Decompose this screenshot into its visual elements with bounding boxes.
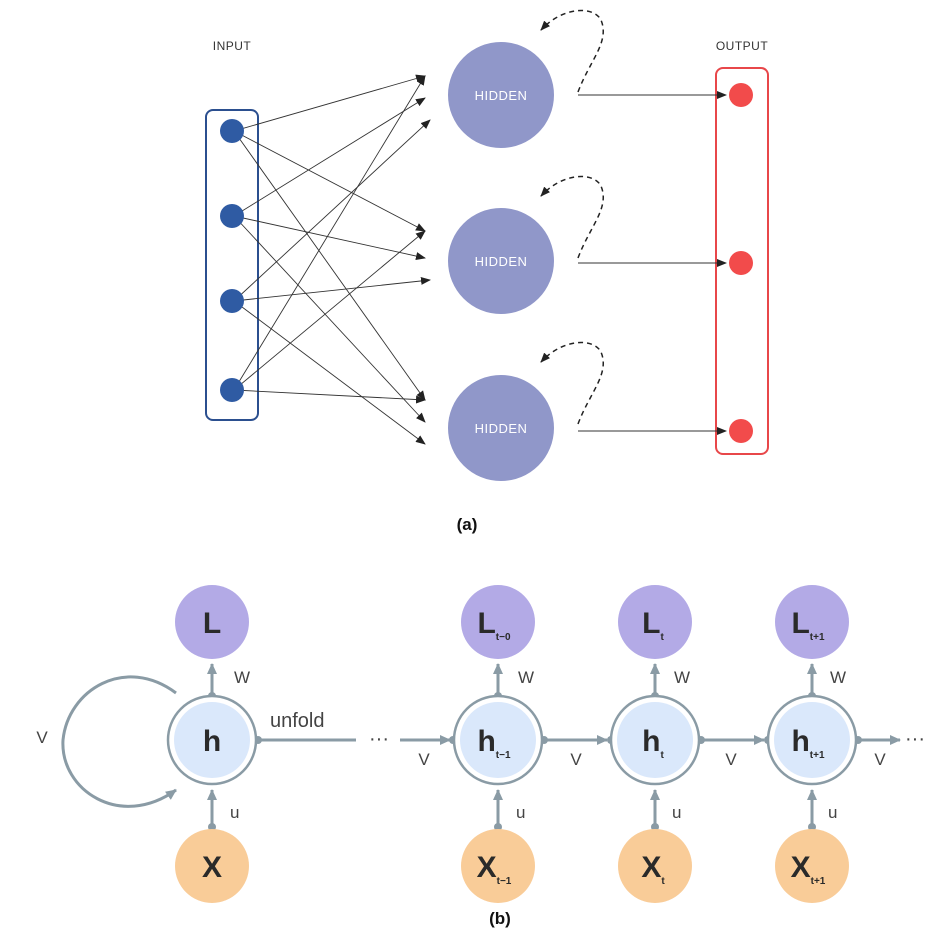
w-label: W <box>234 668 250 687</box>
connection-lines <box>233 74 727 445</box>
hidden-node <box>448 208 554 314</box>
output-node <box>729 251 753 275</box>
hidden-node-label: HIDDEN <box>475 88 528 103</box>
hidden-node-label: HIDDEN <box>475 254 528 269</box>
output-nodes <box>729 83 753 443</box>
v-label: V <box>36 728 48 747</box>
rnn-unfolding: V L h X W u unfold ··· V Lt−0 ht−1 Xt−1 … <box>36 585 925 928</box>
output-node <box>729 83 753 107</box>
input-to-hidden-connection <box>233 130 426 401</box>
input-layer-box <box>205 109 259 421</box>
hidden-node-label: HIDDEN <box>475 421 528 436</box>
input-to-hidden-connection <box>233 389 426 404</box>
folded-rnn: V L h X W u unfold ··· <box>36 585 389 903</box>
hidden-state-label: ht+1 <box>791 725 824 761</box>
w-label: W <box>830 668 846 687</box>
input-to-hidden-connection <box>233 276 431 302</box>
loss-node <box>175 585 249 659</box>
unfold-label: unfold <box>270 710 325 732</box>
unrolled-step: V Lt−0 ht−1 Xt−1 W u V <box>418 585 582 903</box>
v-label: V <box>725 750 737 769</box>
input-to-hidden-connection <box>233 97 426 217</box>
input-node <box>220 289 244 313</box>
input-x-node <box>618 829 692 903</box>
loss-node <box>618 585 692 659</box>
input-to-hidden-connection <box>233 215 426 260</box>
input-node <box>220 119 244 143</box>
output-layer-box <box>715 67 769 455</box>
hidden-state-node <box>774 702 850 778</box>
connector-dot <box>651 823 659 831</box>
output-node <box>729 419 753 443</box>
input-to-hidden-connection <box>233 75 426 391</box>
w-label: W <box>518 668 534 687</box>
recurrent-loop-arrow <box>540 341 604 425</box>
recurrent-loops <box>540 9 604 425</box>
hidden-state-label: ht−1 <box>477 725 510 761</box>
v-label: V <box>874 750 886 769</box>
v-label: V <box>570 750 582 769</box>
connector-dot <box>208 823 216 831</box>
hidden-state-node <box>460 702 536 778</box>
caption-a: (a) <box>457 515 478 534</box>
input-x-label: Xt+1 <box>791 851 826 887</box>
input-to-hidden-connection <box>233 215 426 423</box>
u-label: u <box>672 803 681 822</box>
input-x-node <box>775 829 849 903</box>
unrolled-step: Lt ht Xt W u V <box>609 585 737 903</box>
input-node <box>220 204 244 228</box>
input-nodes <box>220 119 244 402</box>
input-to-hidden-connection <box>233 74 426 132</box>
ellipsis: ··· <box>369 728 389 750</box>
loss-node-label: Lt+1 <box>791 607 824 643</box>
hidden-nodes: HIDDEN HIDDEN HIDDEN <box>448 42 554 481</box>
input-x-label: Xt−1 <box>477 851 512 887</box>
loss-node <box>461 585 535 659</box>
recurrent-arc <box>61 675 177 808</box>
loss-node-label: Lt <box>642 607 664 643</box>
connector-dot <box>808 823 816 831</box>
feedforward-recurrent-network: INPUT OUTPUT HIDDEN HIDDEN HIDDEN <box>205 9 769 534</box>
hidden-node <box>448 375 554 481</box>
loss-node <box>775 585 849 659</box>
input-to-hidden-connection <box>233 230 426 391</box>
loss-node-label: Lt−0 <box>477 607 510 643</box>
loss-node-label: L <box>203 607 221 640</box>
trailing-ellipsis: ··· <box>905 728 925 750</box>
u-label: u <box>230 803 239 822</box>
input-to-hidden-connection <box>233 119 431 302</box>
recurrent-loop-arrow <box>540 9 604 93</box>
v-label: V <box>418 750 430 769</box>
w-label: W <box>674 668 690 687</box>
hidden-node <box>448 42 554 148</box>
input-label: INPUT <box>213 39 252 53</box>
input-node <box>220 378 244 402</box>
hidden-state-label: ht <box>642 725 664 761</box>
u-label: u <box>828 803 837 822</box>
input-to-hidden-connection <box>233 300 426 445</box>
input-x-node <box>175 829 249 903</box>
caption-b: (b) <box>489 909 511 928</box>
hidden-state-node <box>174 702 250 778</box>
connector-dot <box>494 823 502 831</box>
hidden-state-node <box>617 702 693 778</box>
input-x-label: X <box>202 851 222 884</box>
hidden-state-label: h <box>203 725 221 758</box>
u-label: u <box>516 803 525 822</box>
unrolled-step: Lt+1 ht+1 Xt+1 W u V <box>766 585 886 903</box>
input-x-node <box>461 829 535 903</box>
input-x-label: Xt <box>641 851 665 887</box>
output-label: OUTPUT <box>716 39 769 53</box>
input-to-hidden-connection <box>233 130 426 232</box>
recurrent-loop-arrow <box>540 175 604 259</box>
